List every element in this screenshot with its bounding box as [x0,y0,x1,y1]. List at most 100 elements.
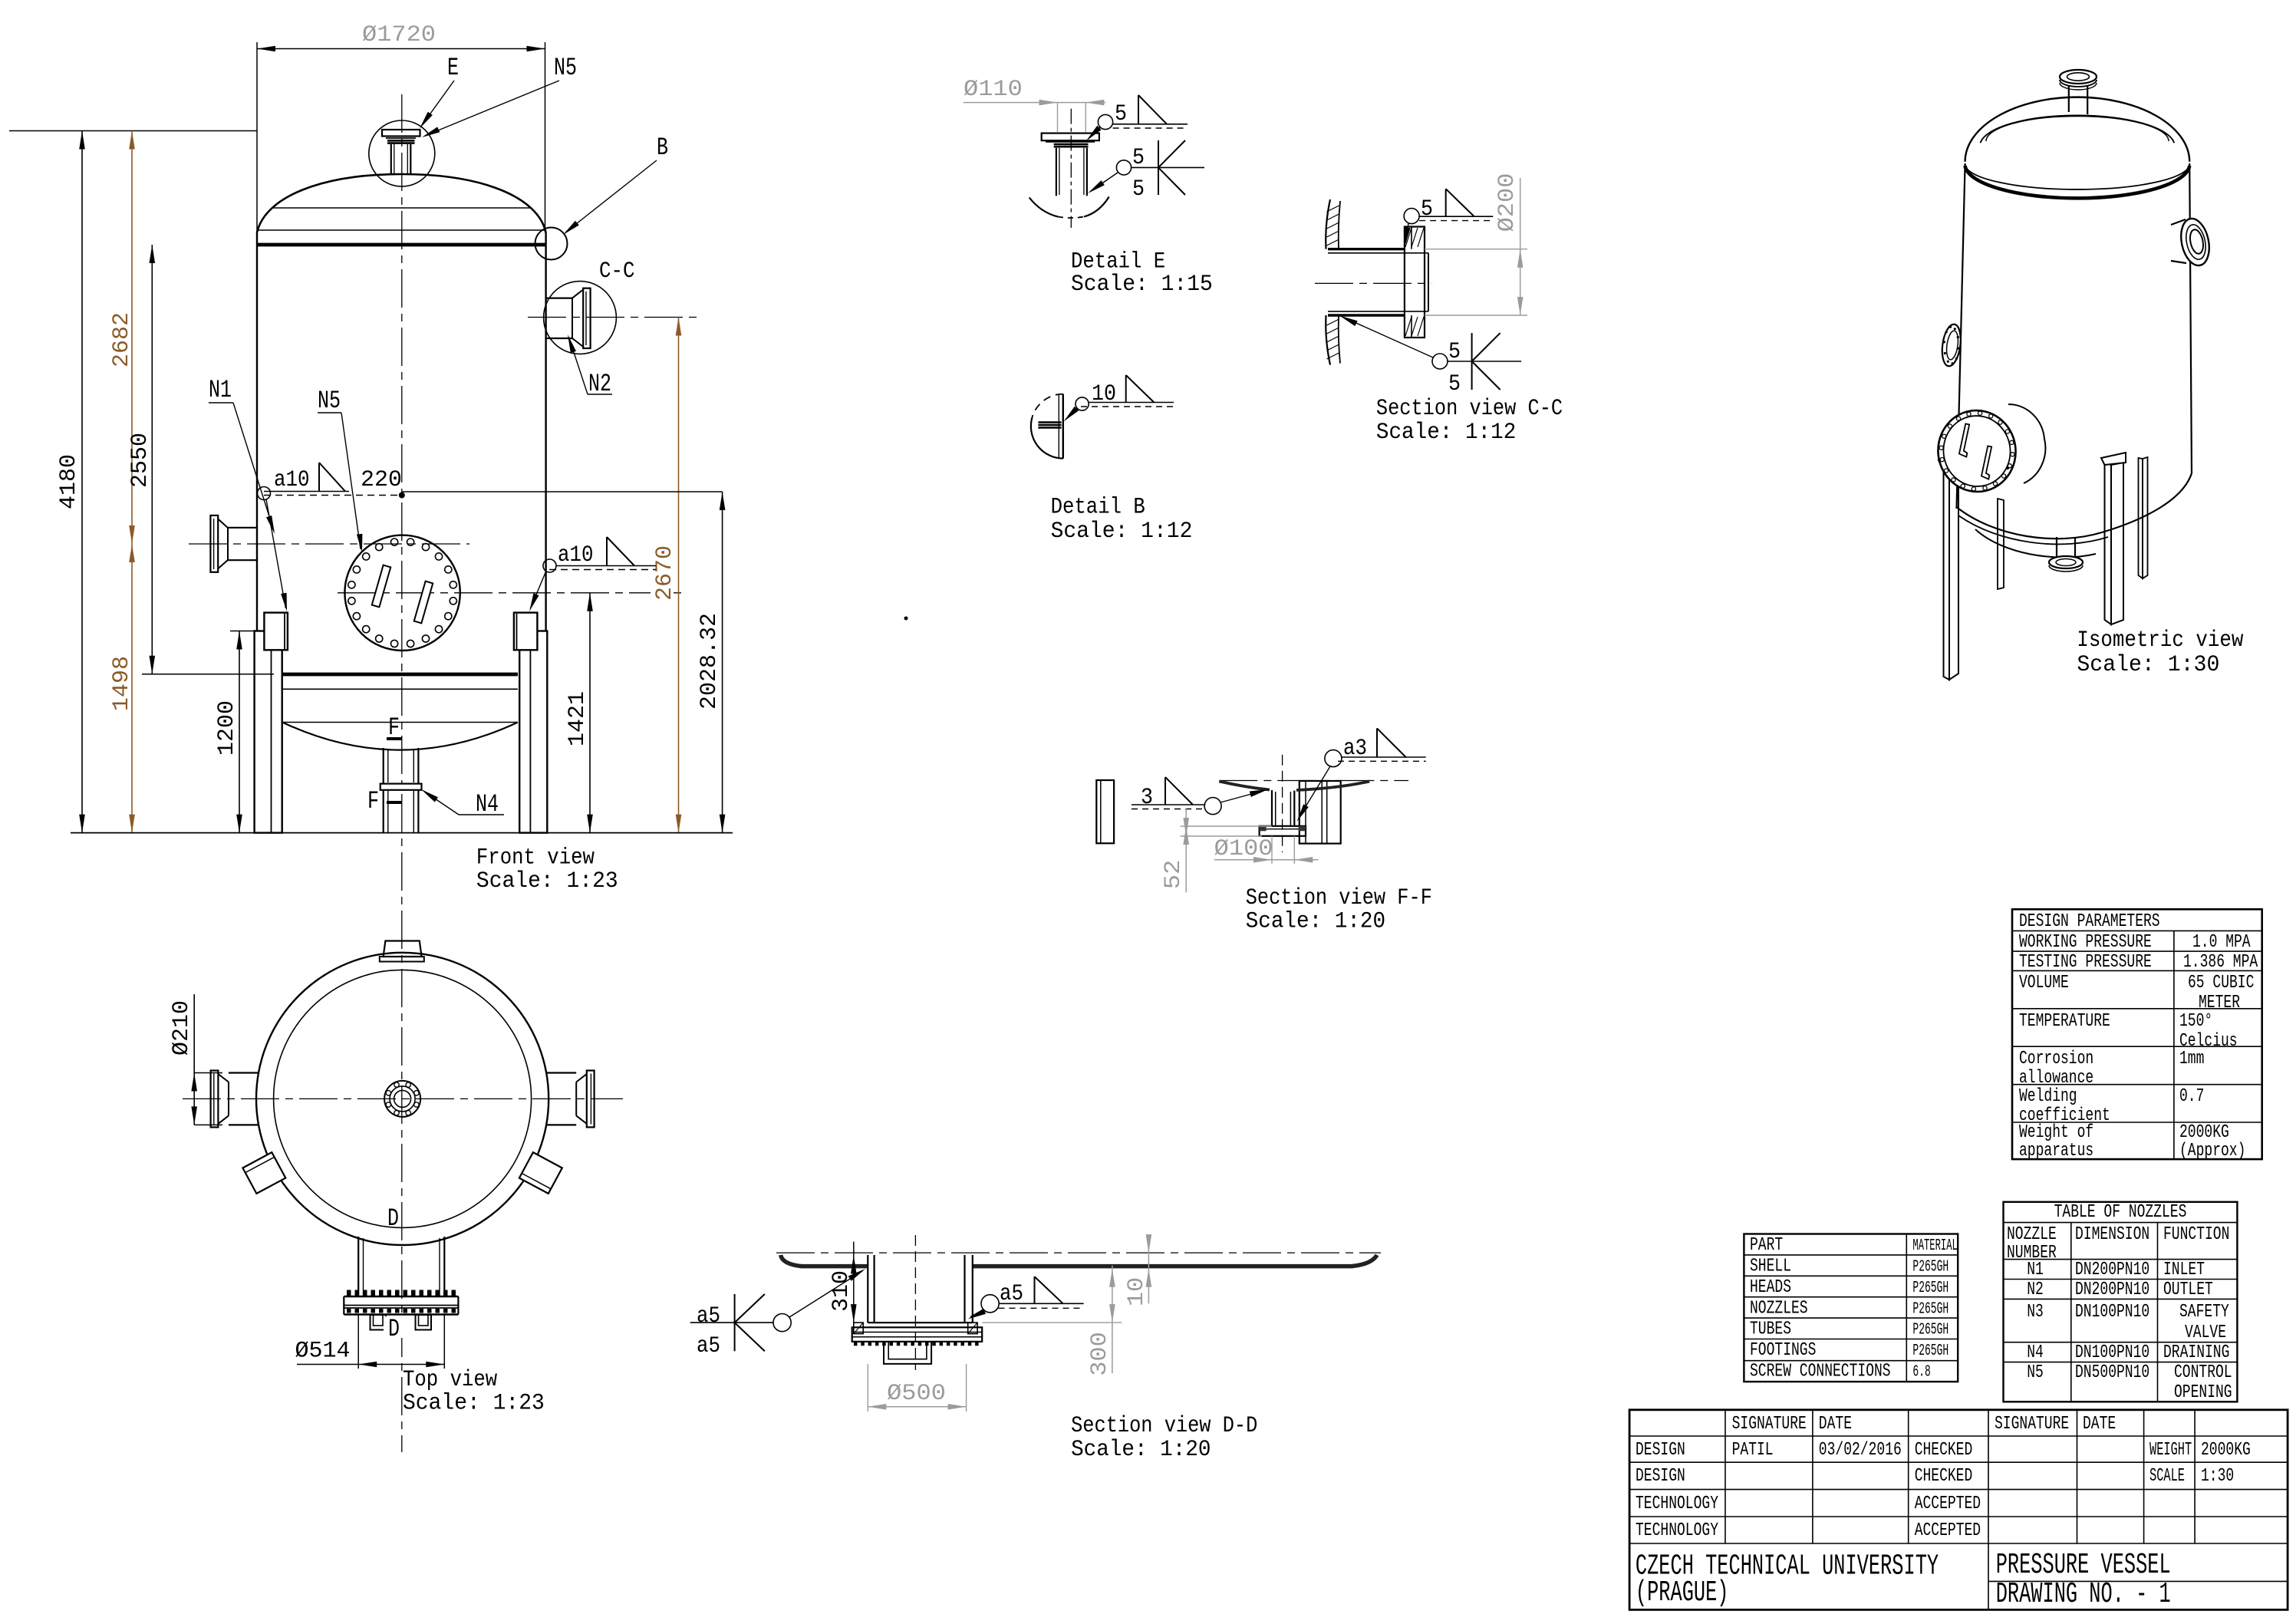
svg-text:Scale: 1:20: Scale: 1:20 [1246,909,1385,935]
svg-text:SCREW CONNECTIONS: SCREW CONNECTIONS [1750,1362,1891,1382]
svg-text:2682: 2682 [109,312,135,367]
svg-text:N5: N5 [554,54,577,82]
svg-text:FOOTINGS: FOOTINGS [1750,1340,1816,1361]
svg-text:SIGNATURE: SIGNATURE [1732,1414,1807,1435]
svg-text:TEMPERATURE: TEMPERATURE [2019,1011,2110,1032]
svg-text:Weight of: Weight of [2019,1122,2093,1143]
svg-text:Scale: 1:23: Scale: 1:23 [476,868,618,894]
svg-text:DN100PN10: DN100PN10 [2075,1342,2149,1363]
svg-text:HEADS: HEADS [1750,1277,1791,1298]
svg-text:P265GH: P265GH [1912,1322,1948,1339]
svg-text:a5: a5 [1000,1281,1023,1307]
svg-text:C-C: C-C [599,259,635,285]
svg-text:N5: N5 [2027,1362,2044,1383]
svg-text:N1: N1 [2027,1260,2044,1280]
svg-text:NOZZLE: NOZZLE [2007,1224,2057,1245]
svg-text:DESIGN PARAMETERS: DESIGN PARAMETERS [2019,911,2160,932]
svg-text:N4: N4 [476,790,499,819]
svg-text:2000KG: 2000KG [2179,1122,2229,1143]
svg-text:2028.32: 2028.32 [697,613,723,710]
svg-text:Section view C-C: Section view C-C [1376,396,1563,422]
svg-text:150°: 150° [2179,1011,2212,1032]
svg-text:0.7: 0.7 [2179,1086,2204,1107]
svg-text:D: D [388,1315,400,1343]
svg-text:a10: a10 [558,542,594,568]
svg-text:VOLUME: VOLUME [2019,973,2069,993]
svg-text:NOZZLES: NOZZLES [1750,1298,1808,1319]
svg-text:Scale: 1:20: Scale: 1:20 [1071,1437,1211,1463]
svg-text:300: 300 [1087,1332,1113,1376]
svg-text:Ø200: Ø200 [1494,173,1520,232]
svg-text:Detail B: Detail B [1051,495,1145,521]
svg-text:N2: N2 [2027,1280,2044,1300]
svg-text:DATE: DATE [1819,1414,1852,1435]
svg-text:SAFETY: SAFETY [2179,1302,2229,1323]
svg-text:P265GH: P265GH [1912,1342,1948,1360]
svg-text:B: B [657,133,668,162]
svg-text:Celcius: Celcius [2179,1031,2238,1052]
svg-text:DN200PN10: DN200PN10 [2075,1280,2149,1300]
svg-text:FUNCTION: FUNCTION [2163,1224,2229,1245]
svg-text:D: D [387,1204,399,1233]
svg-text:DRAWING NO. - 1: DRAWING NO. - 1 [1996,1578,2171,1611]
svg-text:NUMBER: NUMBER [2007,1243,2057,1263]
svg-text:ACCEPTED: ACCEPTED [1915,1494,1981,1514]
svg-text:Section view F-F: Section view F-F [1246,885,1432,911]
svg-text:4180: 4180 [56,454,82,509]
svg-text:5: 5 [1132,145,1145,171]
svg-text:INLET: INLET [2163,1260,2205,1280]
svg-text:Scale: 1:30: Scale: 1:30 [2077,652,2219,678]
svg-text:1200: 1200 [214,700,240,756]
svg-text:a3: a3 [1343,736,1367,762]
svg-text:CONTROL: CONTROL [2174,1362,2232,1383]
svg-text:Welding: Welding [2019,1086,2077,1107]
svg-text:CHECKED: CHECKED [1915,1466,1973,1487]
svg-text:2670: 2670 [652,545,678,601]
svg-text:Section view D-D: Section view D-D [1071,1413,1257,1439]
svg-text:Scale: 1:15: Scale: 1:15 [1071,272,1213,298]
svg-text:TESTING PRESSURE: TESTING PRESSURE [2019,952,2152,973]
svg-text:Ø100: Ø100 [1214,836,1273,862]
svg-text:OUTLET: OUTLET [2163,1280,2213,1300]
svg-text:10: 10 [1092,381,1116,407]
svg-text:apparatus: apparatus [2019,1141,2093,1161]
svg-text:(Approx): (Approx) [2179,1141,2245,1161]
svg-text:MATERIAL: MATERIAL [1912,1237,1957,1255]
svg-text:1mm: 1mm [2179,1049,2204,1069]
svg-text:Scale: 1:23: Scale: 1:23 [403,1391,545,1417]
svg-text:DESIGN: DESIGN [1636,1440,1685,1461]
svg-text:N5: N5 [318,387,341,415]
svg-text:65 CUBIC: 65 CUBIC [2188,973,2254,993]
svg-text:SIGNATURE: SIGNATURE [1995,1414,2069,1435]
svg-text:DATE: DATE [2083,1414,2116,1435]
svg-text:a10: a10 [274,467,310,493]
svg-text:5: 5 [1115,101,1127,127]
svg-text:Isometric view: Isometric view [2077,628,2243,654]
svg-text:P265GH: P265GH [1912,1259,1948,1276]
svg-text:DN100PN10: DN100PN10 [2075,1302,2149,1323]
svg-text:P265GH: P265GH [1912,1280,1948,1297]
svg-text:CHECKED: CHECKED [1915,1440,1973,1461]
svg-text:Ø500: Ø500 [887,1381,946,1407]
svg-text:SCALE: SCALE [2149,1466,2185,1487]
svg-text:Scale: 1:12: Scale: 1:12 [1051,519,1193,545]
svg-text:2000KG: 2000KG [2201,1440,2251,1461]
svg-text:5: 5 [1448,371,1461,397]
svg-text:5: 5 [1421,196,1433,222]
svg-text:5: 5 [1132,176,1145,203]
svg-text:52: 52 [1161,860,1187,889]
svg-text:DESIGN: DESIGN [1636,1466,1685,1487]
svg-text:TUBES: TUBES [1750,1319,1791,1340]
svg-text:Top view: Top view [403,1367,497,1393]
svg-text:P265GH: P265GH [1912,1300,1948,1318]
svg-text:1421: 1421 [565,691,591,746]
svg-text:TABLE OF NOZZLES: TABLE OF NOZZLES [2054,1202,2187,1223]
svg-text:N2: N2 [588,370,611,398]
svg-text:6.8: 6.8 [1912,1364,1930,1382]
svg-text:Detail E: Detail E [1071,249,1165,275]
svg-text:2550: 2550 [127,433,153,488]
svg-text:1.386 MPA: 1.386 MPA [2183,952,2258,973]
svg-text:1498: 1498 [109,656,135,711]
svg-text:5: 5 [1448,339,1461,365]
svg-text:PRESSURE VESSEL: PRESSURE VESSEL [1996,1549,2171,1582]
